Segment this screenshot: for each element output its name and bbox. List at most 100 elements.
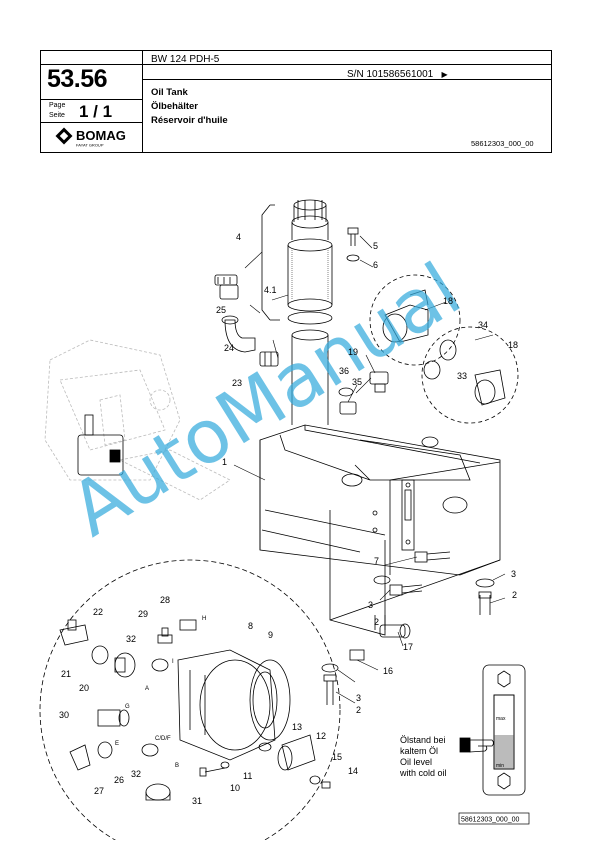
port-label-cdf: C/D/F	[155, 736, 171, 742]
gauge-max-label: max	[496, 716, 506, 722]
plug-32-bottom	[141, 743, 159, 757]
divider	[41, 64, 551, 65]
part-label-22: 22	[93, 607, 103, 617]
part-label-36: 36	[339, 366, 349, 376]
page-number: 53.56	[47, 65, 108, 93]
part-label-4-1: 4.1	[264, 285, 277, 295]
filler-neck	[287, 199, 333, 425]
washer-6	[346, 254, 360, 262]
part-label-3-alt: 3	[368, 600, 373, 610]
part-label-2: 2	[512, 590, 517, 600]
page-of: 1 / 1	[79, 102, 113, 121]
fitting-26	[97, 741, 113, 759]
port-label-g: G	[125, 704, 130, 710]
part-label-33: 33	[457, 371, 467, 381]
gauge-min-label: min	[496, 763, 504, 769]
oil-level-gauge	[482, 664, 526, 796]
part-label-20: 20	[79, 683, 89, 693]
hand-pointer-icon	[459, 737, 494, 753]
part-label-32: 32	[126, 634, 136, 644]
fitting-12	[277, 734, 316, 771]
nut-16	[349, 649, 365, 661]
fitting-17	[379, 623, 411, 639]
divider	[41, 99, 142, 100]
part-label-9: 9	[268, 630, 273, 640]
seal-13	[258, 742, 272, 752]
port-label-h: H	[202, 616, 206, 622]
part-label-2-alt: 2	[374, 617, 379, 627]
part-label-21: 21	[61, 669, 71, 679]
bolt-10	[199, 767, 226, 777]
part-label-18: 18	[443, 296, 453, 306]
detail-circle-18	[369, 274, 461, 366]
part-label-11: 11	[243, 771, 252, 781]
part-label-13: 13	[292, 722, 302, 732]
page-label: Page	[49, 102, 66, 109]
fitting-20	[114, 652, 136, 678]
seite-label: Seite	[49, 112, 65, 119]
bolt-5	[347, 227, 359, 246]
serial-number: S/N 101586561001 ▶	[347, 69, 448, 80]
part-label-6: 6	[373, 260, 378, 270]
part-label-4: 4	[236, 232, 241, 242]
model-name: BW 124 PDH-5	[151, 54, 220, 65]
drawing-number: 58612303_000_00	[461, 817, 520, 824]
machine-tank-thumbnail	[77, 414, 124, 476]
fitting-30	[97, 709, 130, 727]
fitting-24	[221, 315, 256, 353]
part-label-18-alt: 18	[508, 340, 518, 350]
machine-frame-outline	[44, 339, 231, 501]
bolt-14	[321, 781, 331, 789]
fitting-27	[69, 744, 91, 771]
part-label-16: 16	[383, 666, 393, 676]
drawing-number-box	[458, 812, 530, 825]
logo-sub: FAYAT GROUP	[76, 143, 104, 148]
washer-3-right	[475, 578, 495, 588]
fitting-35	[339, 401, 357, 415]
serial-arrow-icon: ▶	[441, 70, 448, 79]
part-label-3-alt: 3	[356, 693, 361, 703]
fitting-28	[179, 619, 197, 631]
fitting-25	[214, 274, 239, 300]
bolt-7	[414, 551, 451, 563]
gauge-note-line-4: with cold oil	[399, 768, 447, 778]
part-label-7: 7	[374, 556, 379, 566]
leader-lines	[233, 235, 506, 704]
part-label-25: 25	[216, 305, 226, 315]
washer-3-bottom	[321, 663, 339, 673]
title-en: Oil Tank	[151, 87, 188, 98]
part-label-23: 23	[232, 378, 242, 388]
bolt-2-bottom	[323, 674, 337, 705]
part-label-30: 30	[59, 710, 69, 720]
part-label-17: 17	[403, 642, 413, 652]
port-label-i: I	[172, 659, 174, 665]
doc-number: 58612303_000_00	[471, 139, 534, 148]
bolt-2-right	[478, 591, 492, 615]
item-4-bracket	[261, 204, 271, 321]
divider	[41, 122, 142, 123]
title-de: Ölbehälter	[151, 101, 198, 112]
gauge-note-line-2: kaltem Öl	[400, 746, 438, 756]
washer-15	[309, 775, 321, 785]
bomag-logo: BOMAG FAYAT GROUP	[55, 126, 135, 153]
part-label-28: 28	[160, 595, 170, 605]
part-label-10: 10	[230, 783, 240, 793]
detail-circle-pump	[39, 559, 341, 840]
plug-32-top	[151, 658, 169, 672]
part-label-2-alt: 2	[356, 705, 361, 715]
fitting-29	[157, 627, 173, 644]
gauge-note-line-3: Oil level	[400, 757, 432, 767]
fitting-22	[59, 619, 89, 646]
part-label-29: 29	[138, 609, 148, 619]
port-label-e: E	[115, 741, 119, 747]
part-label-26: 26	[114, 775, 124, 785]
gauge-note-line-1: Ölstand bei	[400, 735, 446, 745]
washer-3-left	[373, 575, 391, 585]
part-label-3: 3	[511, 569, 516, 579]
part-label-1: 1	[222, 457, 227, 467]
part-label-35: 35	[352, 377, 362, 387]
part-label-19: 19	[348, 347, 358, 357]
part-label-15: 15	[332, 752, 342, 762]
part-label-32-alt: 32	[131, 769, 141, 779]
oil-tank-body	[259, 424, 501, 636]
